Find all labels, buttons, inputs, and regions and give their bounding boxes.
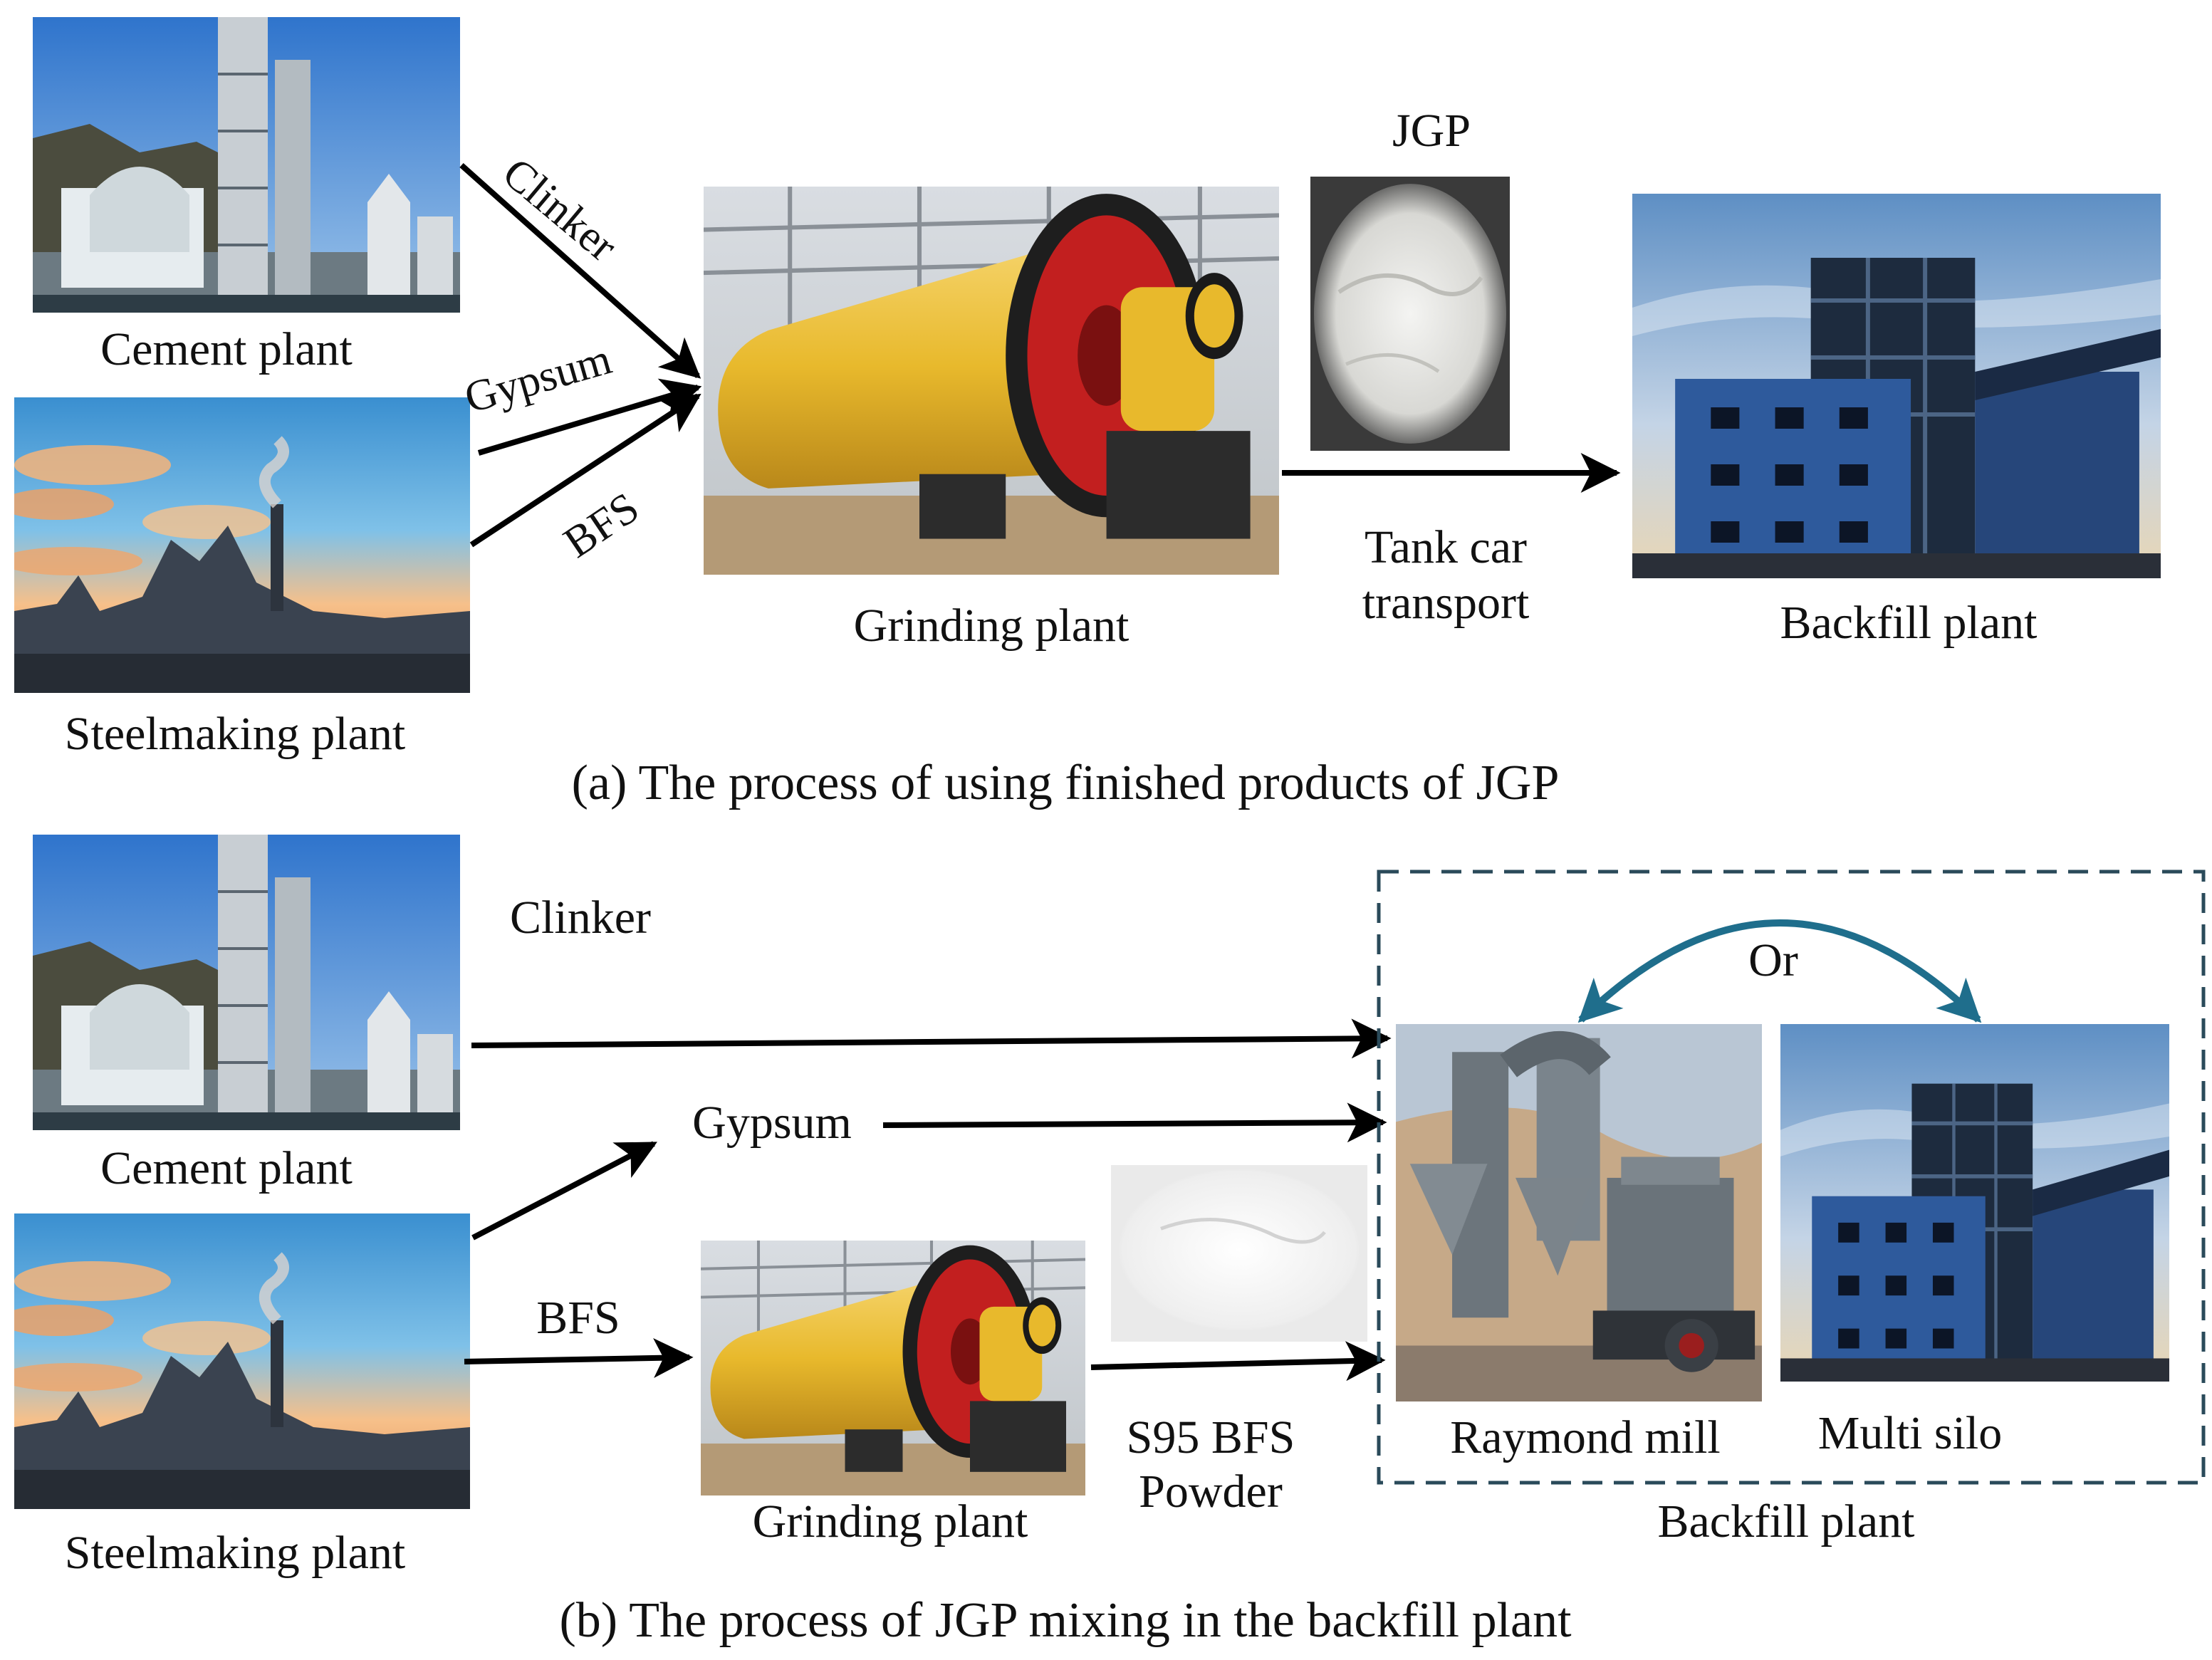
raymond-mill-label: Raymond mill: [1450, 1411, 1721, 1463]
grinding-plant-photo: [701, 1241, 1085, 1495]
panel-a: Cement plant Steelmaking plant Clinker G…: [0, 17, 2161, 810]
grinding-plant-label: Grinding plant: [854, 600, 1130, 652]
or-label: Or: [1748, 934, 1798, 986]
backfill-plant-photo: [1632, 194, 2161, 578]
grinding-plant-label: Grinding plant: [753, 1495, 1028, 1547]
jgp-powder-photo: [1310, 177, 1510, 451]
panel-a-caption: (a) The process of using finished produc…: [572, 756, 1560, 810]
raymond-mill-photo: [1396, 1024, 1762, 1401]
s95-powder-photo: [1111, 1165, 1367, 1342]
gypsum-arrow: [882, 1102, 1387, 1143]
backfill-plant-label: Backfill plant: [1657, 1495, 1914, 1547]
tank-car-label-line1: Tank car: [1365, 521, 1527, 573]
cement-plant-photo: [33, 835, 460, 1130]
backfill-plant-box: [1377, 870, 2206, 1485]
panel-b: Cement plant Steelmaking plant Clinker G…: [0, 835, 2206, 1648]
backfill-plant-label: Backfill plant: [1780, 597, 2037, 649]
s95-label-line2: Powder: [1139, 1466, 1283, 1518]
s95-arrow: [1090, 1341, 1386, 1382]
gypsum-label: Gypsum: [459, 335, 617, 422]
steelmaking-plant-label: Steelmaking plant: [65, 708, 405, 760]
cement-plant-photo: [33, 17, 460, 313]
gypsum-label: Gypsum: [692, 1097, 852, 1149]
multi-silo-label: Multi silo: [1818, 1407, 2003, 1459]
clinker-arrow: [459, 163, 701, 379]
steelmaking-plant-label: Steelmaking plant: [65, 1527, 405, 1579]
jgp-label: JGP: [1392, 105, 1471, 157]
panel-b-caption: (b) The process of JGP mixing in the bac…: [559, 1593, 1572, 1648]
cement-plant-label: Cement plant: [100, 323, 353, 375]
s95-label-line1: S95 BFS: [1127, 1411, 1295, 1463]
bfs-arrow: [464, 1337, 694, 1378]
grinding-plant-photo: [704, 187, 1279, 575]
tank-car-label-line2: transport: [1362, 577, 1530, 629]
bfs-arrow: [469, 393, 701, 548]
clinker-arrow: [471, 1018, 1392, 1059]
steelmaking-plant-photo: [0, 397, 470, 693]
or-curved-arrow: [1577, 919, 1982, 1023]
bfs-label: BFS: [555, 484, 647, 568]
multi-silo-photo: [1780, 1024, 2169, 1382]
steel-to-gypsum-arrow: [471, 1141, 657, 1241]
bfs-label: BFS: [536, 1292, 620, 1344]
clinker-label: Clinker: [510, 892, 651, 944]
steelmaking-plant-photo: [0, 1213, 470, 1509]
cement-plant-label: Cement plant: [100, 1142, 353, 1194]
